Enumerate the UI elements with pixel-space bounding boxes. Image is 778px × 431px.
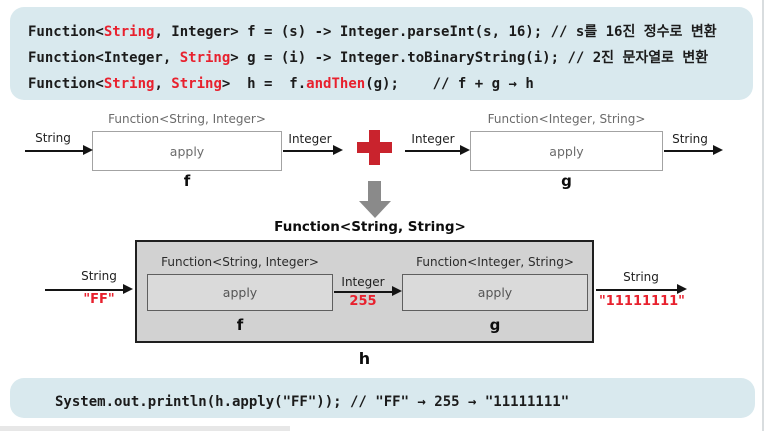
inner-f-apply-box: apply xyxy=(147,274,333,311)
f-input-type-label: String xyxy=(35,131,71,145)
f-apply-box: apply xyxy=(92,131,282,171)
code-line: System.out.println(h.apply("FF")); // "F… xyxy=(55,394,570,410)
apply-label: apply xyxy=(549,143,584,159)
arrowhead-right-icon xyxy=(83,145,93,155)
arrow-head xyxy=(359,201,391,218)
arrow-stem xyxy=(368,181,381,202)
code-text: > g = (i) -> Integer.toBinaryString(i); … xyxy=(230,50,709,66)
g-apply-box: apply xyxy=(470,131,663,171)
code-text: , xyxy=(154,76,172,92)
code-line-1: Function<String, Integer> f = (s) -> Int… xyxy=(28,19,753,45)
h-output-type-label: String xyxy=(623,270,659,284)
g-output-type-label: String xyxy=(672,132,708,146)
arrow-line xyxy=(334,291,392,293)
code-text: Function< xyxy=(28,24,104,40)
h-output-value: "11111111" xyxy=(599,294,685,309)
g-name-label: g xyxy=(561,172,572,190)
method-andthen-red: andThen xyxy=(306,76,366,92)
h-box-title: Function<String, String> xyxy=(274,219,466,235)
code-text: Function<Integer, xyxy=(28,50,180,66)
apply-label: apply xyxy=(477,285,513,300)
code-block-top: Function<String, Integer> f = (s) -> Int… xyxy=(10,7,753,100)
mid-value: 255 xyxy=(349,294,377,309)
arrow-line xyxy=(405,150,460,152)
apply-label: apply xyxy=(169,143,205,159)
g-box-title: Function<Integer, String> xyxy=(487,112,646,126)
code-text: > h = f. xyxy=(221,76,307,92)
type-param-red: String xyxy=(103,24,155,40)
code-line-3: Function<String, String> h = f.andThen(g… xyxy=(28,71,753,97)
inner-g-title: Function<Integer, String> xyxy=(416,255,574,269)
code-block-bottom: System.out.println(h.apply("FF")); // "F… xyxy=(10,378,755,418)
inner-g-name-label: g xyxy=(489,316,501,334)
f-output-type-label: Integer xyxy=(288,132,332,146)
apply-label: apply xyxy=(222,285,258,300)
code-text: Function< xyxy=(28,76,104,92)
arrowhead-right-icon xyxy=(123,284,133,294)
arrowhead-right-icon xyxy=(333,145,343,155)
arrow-line xyxy=(283,150,333,152)
h-name-label: h xyxy=(358,349,371,368)
plus-bar-vertical xyxy=(369,130,380,165)
f-name-label: f xyxy=(183,172,191,190)
arrow-line xyxy=(664,150,713,152)
h-input-value: "FF" xyxy=(83,292,115,307)
type-param-red: String xyxy=(103,76,155,92)
inner-g-apply-box: apply xyxy=(402,274,588,311)
arrowhead-right-icon xyxy=(460,145,470,155)
type-param-red: String xyxy=(179,50,231,66)
arrow-line xyxy=(596,289,677,291)
h-input-type-label: String xyxy=(81,269,117,283)
code-text: , Integer> f = (s) -> Integer.parseInt(s… xyxy=(154,24,717,40)
f-box-title: Function<String, Integer> xyxy=(108,112,266,126)
g-input-type-label: Integer xyxy=(411,132,455,146)
arrowhead-right-icon xyxy=(713,145,723,155)
mid-type-label: Integer xyxy=(341,275,385,289)
arrow-line xyxy=(25,150,83,152)
code-text: (g); // f + g → h xyxy=(365,76,534,92)
type-param-red: String xyxy=(171,76,222,92)
arrow-line xyxy=(45,289,123,291)
page-edge-vertical xyxy=(762,0,764,431)
page-edge-bottom xyxy=(0,426,290,431)
code-line-2: Function<Integer, String> g = (i) -> Int… xyxy=(28,45,753,71)
arrowhead-right-icon xyxy=(392,286,402,296)
inner-f-name-label: f xyxy=(236,316,244,334)
arrowhead-right-icon xyxy=(677,284,687,294)
inner-f-title: Function<String, Integer> xyxy=(161,255,319,269)
